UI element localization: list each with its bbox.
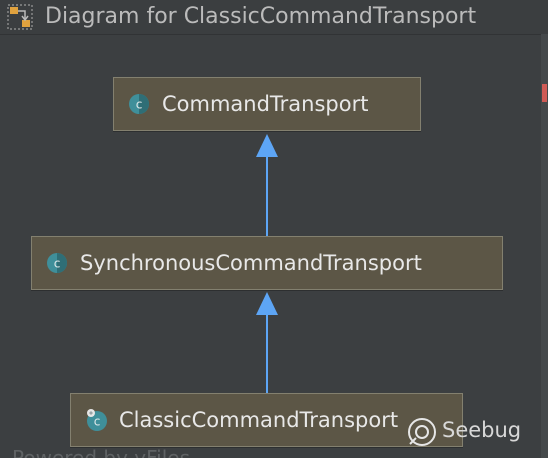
abstract-class-icon: c bbox=[129, 94, 149, 114]
error-stripe bbox=[541, 34, 548, 458]
svg-text:c: c bbox=[136, 98, 143, 112]
arrowhead-icon bbox=[256, 292, 278, 315]
edge-classic-to-sync[interactable] bbox=[256, 292, 278, 393]
arrowhead-icon bbox=[256, 134, 278, 157]
seebug-logo-icon bbox=[408, 418, 436, 446]
seebug-watermark-text: Seebug bbox=[442, 418, 522, 442]
diagram-title: Diagram for ClassicCommandTransport bbox=[45, 4, 477, 29]
class-node-command-transport[interactable]: c CommandTransport bbox=[113, 77, 421, 131]
class-node-synchronous-command-transport[interactable]: c SynchronousCommandTransport bbox=[31, 236, 503, 290]
class-icon: c bbox=[87, 409, 107, 431]
diagram-title-bar: Diagram for ClassicCommandTransport bbox=[0, 0, 548, 35]
class-node-label: SynchronousCommandTransport bbox=[80, 251, 422, 275]
class-node-label: ClassicCommandTransport bbox=[119, 408, 399, 432]
uml-diagram-icon bbox=[7, 4, 33, 30]
svg-text:c: c bbox=[54, 257, 61, 271]
error-stripe-mark bbox=[542, 84, 547, 102]
svg-text:c: c bbox=[94, 415, 101, 429]
class-node-label: CommandTransport bbox=[162, 92, 369, 116]
abstract-class-icon: c bbox=[47, 253, 67, 273]
edge-sync-to-command[interactable] bbox=[256, 134, 278, 236]
class-node-classic-command-transport[interactable]: c ClassicCommandTransport bbox=[70, 393, 463, 447]
powered-by-footer: Powered by yFiles bbox=[12, 446, 190, 458]
